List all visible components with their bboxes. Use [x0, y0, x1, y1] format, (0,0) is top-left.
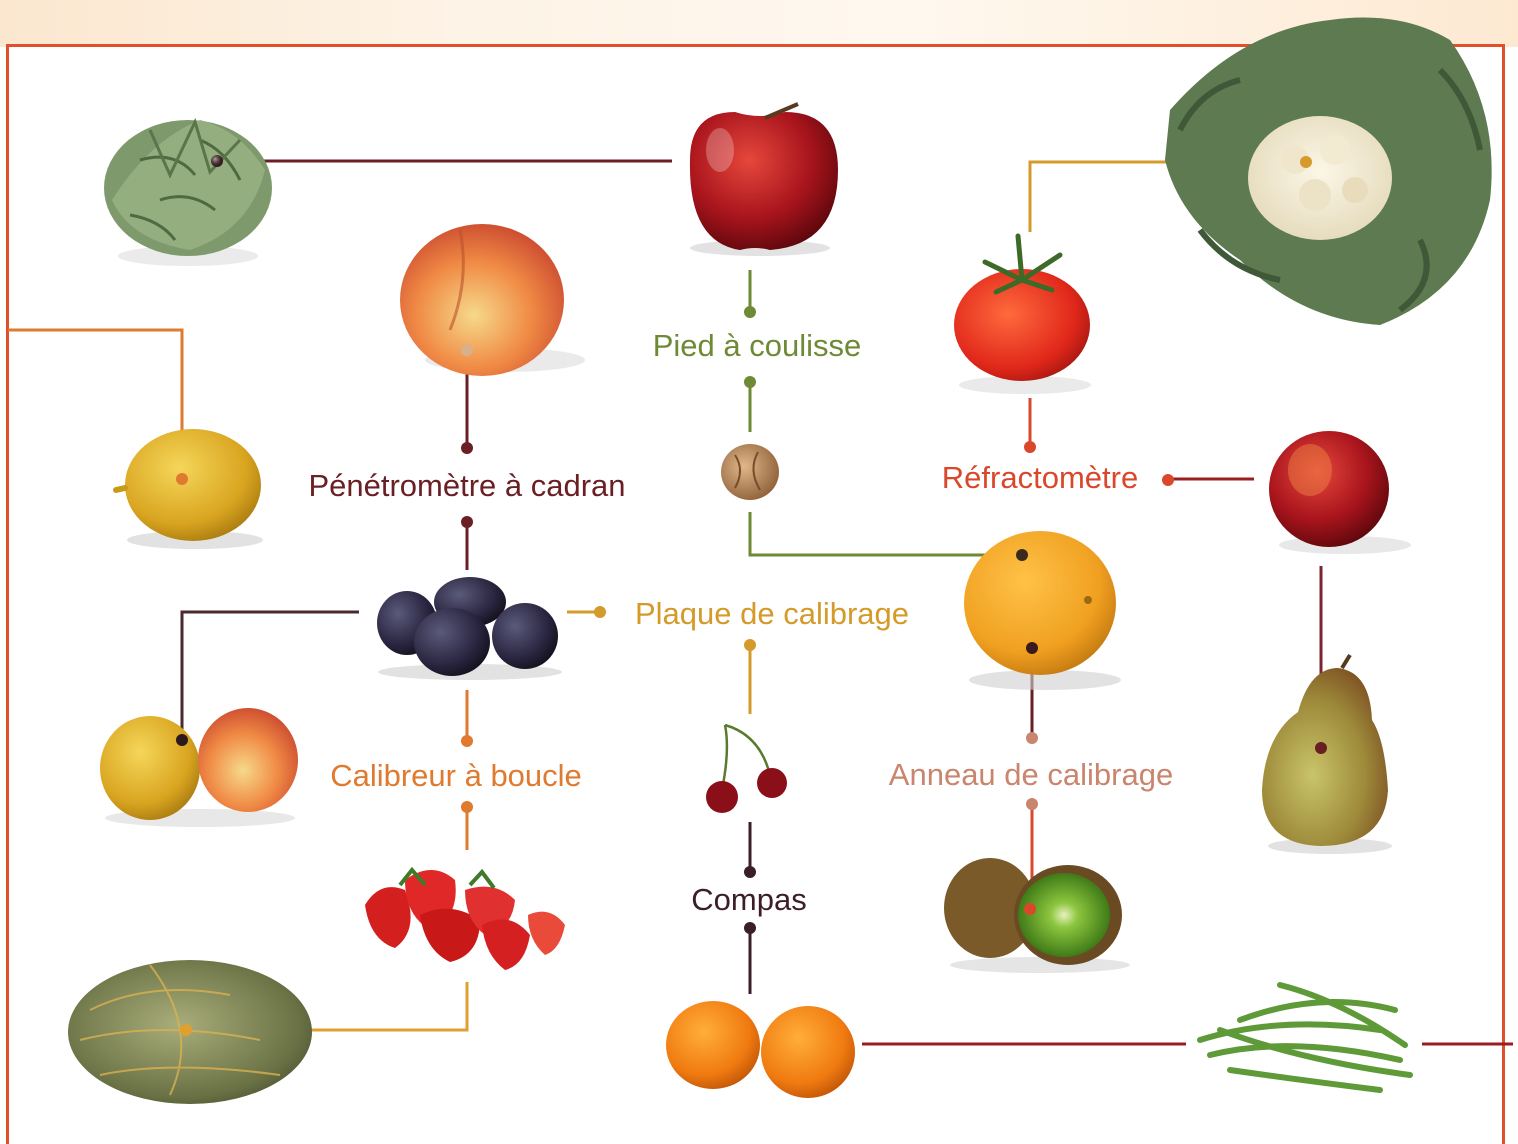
instrument-diagram: Pied à coulisse Pénétromètre à cadran Ré… [0, 0, 1518, 1117]
orange-image [964, 531, 1121, 690]
kiwi-image [944, 858, 1130, 973]
connector-walnut-orange [750, 512, 1022, 555]
label-penetrometre: Pénétromètre à cadran [308, 468, 625, 503]
label-plaque-de-calibrage: Plaque de calibrage [635, 596, 909, 631]
pear-image [1262, 655, 1392, 854]
tomato-image [954, 236, 1091, 394]
lemon-image [116, 429, 263, 549]
label-refractometre: Réfractomètre [942, 460, 1138, 495]
peach-image [400, 224, 585, 376]
red-apple-image [690, 104, 838, 256]
apricots-image [100, 708, 298, 827]
label-pied-a-coulisse: Pied à coulisse [653, 328, 862, 363]
cherries-image [706, 725, 787, 813]
walnut-image [721, 444, 779, 500]
mandarins-image [666, 1001, 855, 1098]
plums-image [377, 577, 562, 680]
nectarine-image [1269, 431, 1411, 554]
strawberries-image [365, 870, 565, 970]
label-compas: Compas [691, 882, 806, 917]
label-anneau-de-calibrage: Anneau de calibrage [889, 757, 1173, 792]
cauliflower-image [1165, 18, 1492, 326]
green-beans-image [1200, 985, 1410, 1090]
artichoke-image [104, 120, 272, 266]
label-calibreur-a-boucle: Calibreur à boucle [330, 758, 582, 793]
